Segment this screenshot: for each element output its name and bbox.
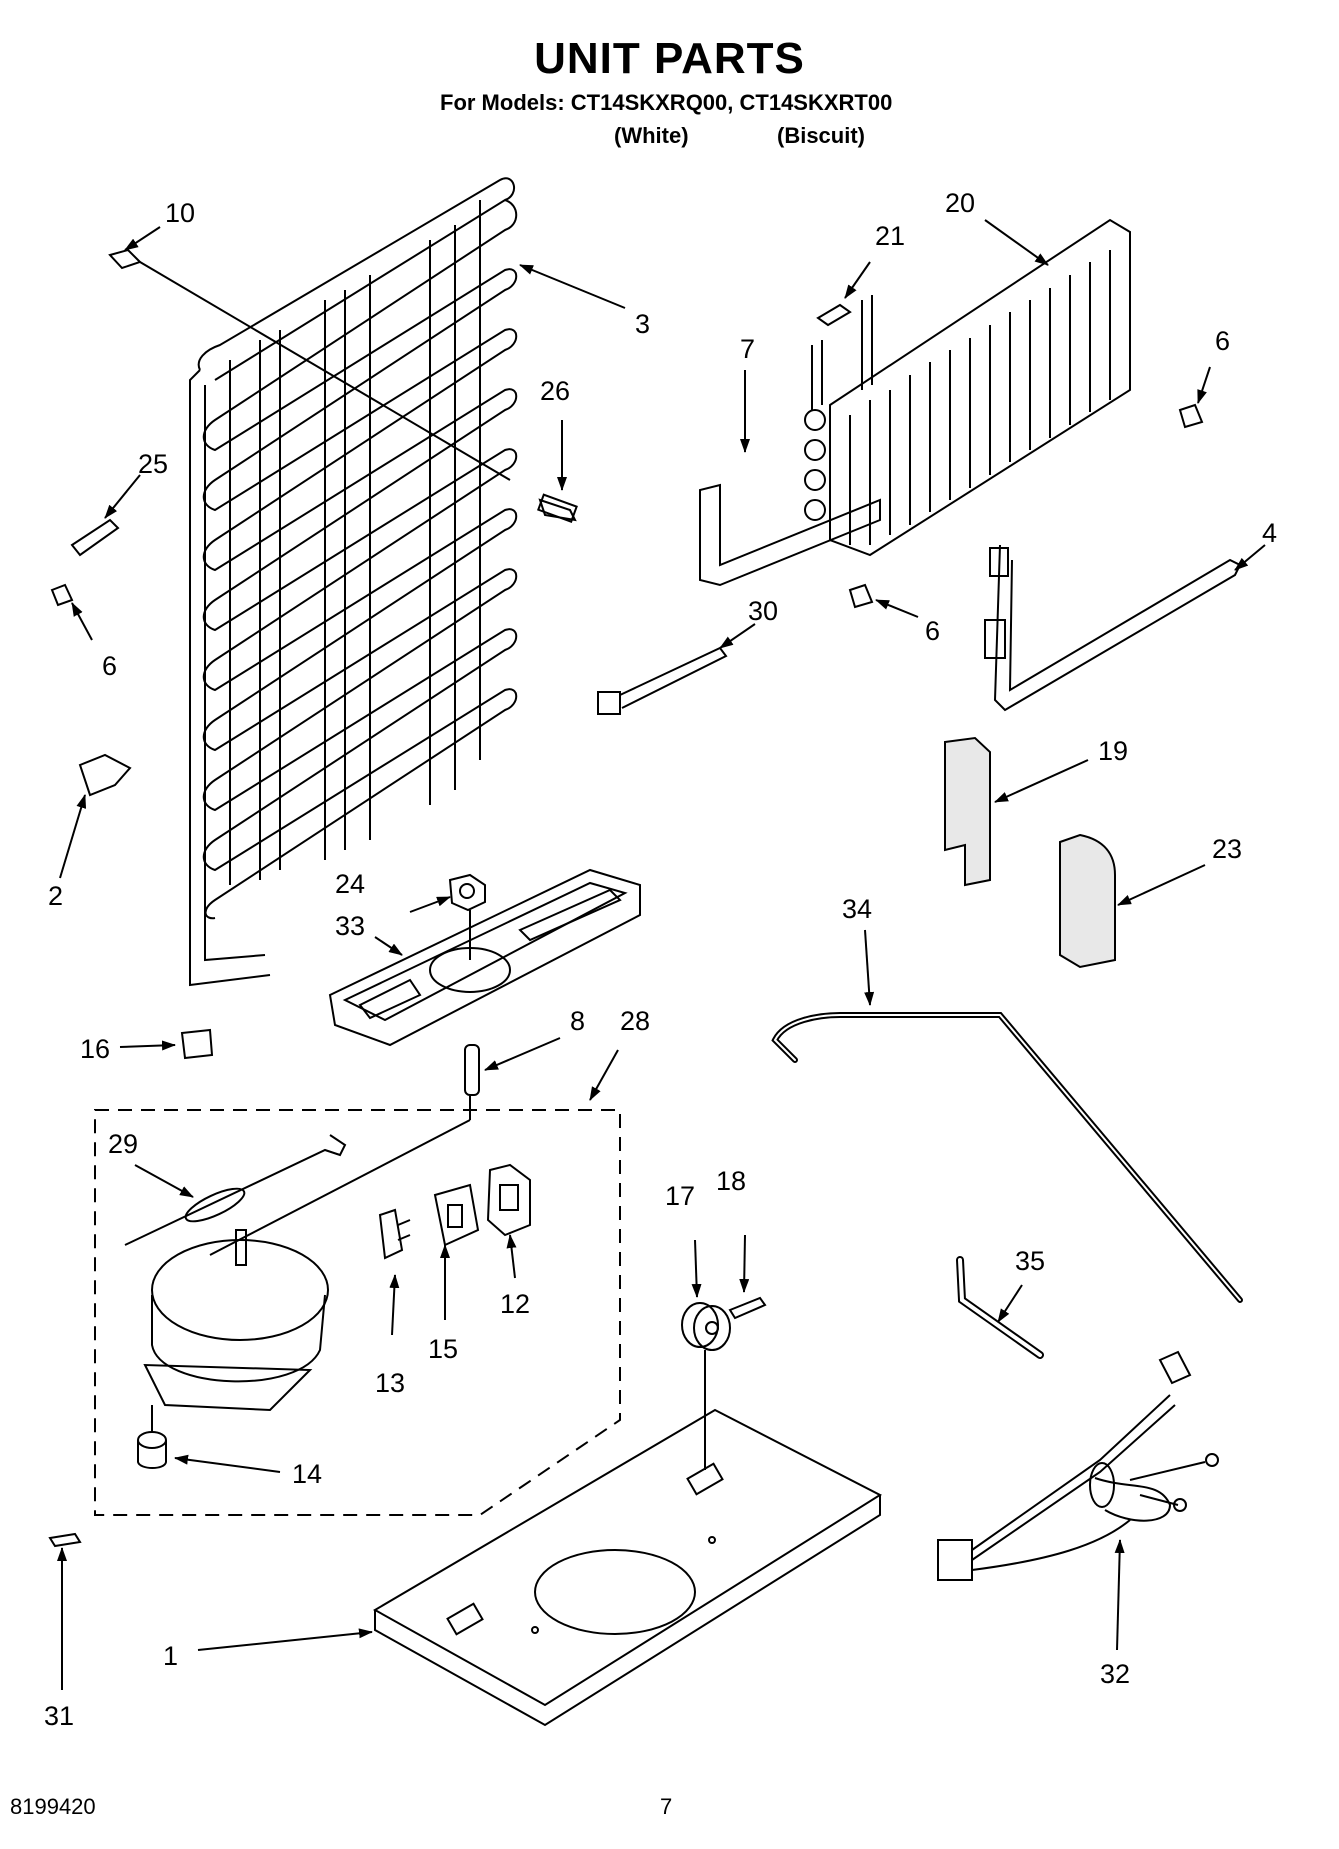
- callout-1: 1: [163, 1641, 178, 1671]
- compressor-kit-frame: [94, 1109, 621, 1516]
- callout-6-right: 6: [1215, 326, 1230, 356]
- callout-21: 21: [875, 221, 905, 251]
- defrost-heater: [984, 544, 1242, 712]
- wire-harness: [937, 1350, 1219, 1581]
- callout-14: 14: [292, 1459, 322, 1489]
- callout-4: 4: [1262, 518, 1277, 548]
- callout-31: 31: [44, 1701, 74, 1731]
- callout-2: 2: [48, 881, 63, 911]
- tube-clip: [180, 1028, 214, 1060]
- callout-6-left: 6: [102, 651, 117, 681]
- callout-35: 35: [1015, 1246, 1045, 1276]
- callout-13: 13: [375, 1368, 405, 1398]
- page-number: 7: [660, 1794, 673, 1819]
- insulation-pad-23: [1059, 833, 1116, 969]
- callout-6-lower: 6: [925, 616, 940, 646]
- callout-26: 26: [540, 376, 570, 406]
- variant-biscuit: (Biscuit): [777, 123, 865, 148]
- overload-protector: [486, 1163, 531, 1237]
- screw-6-left: [50, 583, 74, 607]
- callout-19: 19: [1098, 736, 1128, 766]
- roller-screw: [728, 1296, 767, 1320]
- callout-3: 3: [635, 309, 650, 339]
- callout-10: 10: [165, 198, 195, 228]
- callout-23: 23: [1212, 834, 1242, 864]
- variant-white: (White): [614, 123, 689, 148]
- pan-nut: [448, 873, 486, 960]
- drain-hose: [771, 1012, 1243, 1303]
- callout-28: 28: [620, 1006, 650, 1036]
- clip-31: [48, 1532, 82, 1548]
- compressor-grommet: [137, 1405, 167, 1469]
- roller: [681, 1302, 731, 1351]
- page-title: UNIT PARTS: [534, 34, 805, 83]
- compressor: [143, 1229, 329, 1412]
- callout-20: 20: [945, 188, 975, 218]
- callout-15: 15: [428, 1334, 458, 1364]
- callout-33: 33: [335, 911, 365, 941]
- filter-drier: [124, 1119, 471, 1256]
- callout-29: 29: [108, 1129, 138, 1159]
- callout-34: 34: [842, 894, 872, 924]
- condenser-coil: [189, 177, 518, 987]
- condenser-clip: [78, 753, 132, 797]
- screw-6-right: [1178, 403, 1204, 429]
- callout-8: 8: [570, 1006, 585, 1036]
- leader-lines: [57, 219, 1266, 1690]
- screw-10: [108, 248, 511, 481]
- base-pan: [372, 1408, 883, 1727]
- callout-17: 17: [665, 1181, 695, 1211]
- callout-18: 18: [716, 1166, 746, 1196]
- insulation-pad-19: [944, 736, 991, 887]
- relay-cover: [433, 1183, 480, 1247]
- callout-12: 12: [500, 1289, 530, 1319]
- models-line: For Models: CT14SKXRQ00, CT14SKXRT00: [440, 90, 893, 115]
- condenser-bracket: [70, 518, 120, 557]
- callout-7: 7: [740, 334, 755, 364]
- drain-pan: [328, 868, 641, 1047]
- cable-tie: [597, 646, 728, 715]
- callout-24: 24: [335, 869, 365, 899]
- callout-labels: 10 3 26 25 6 2 16 24 33 8 28 29 13 15 12…: [44, 188, 1277, 1731]
- document-number: 8199420: [10, 1794, 96, 1819]
- drain-tube: [464, 1044, 480, 1120]
- callout-16: 16: [80, 1034, 110, 1064]
- spacer-26: [537, 493, 578, 523]
- callout-30: 30: [748, 596, 778, 626]
- callout-32: 32: [1100, 1659, 1130, 1689]
- callout-25: 25: [138, 449, 168, 479]
- fin-coil-assembly: [699, 218, 1131, 587]
- screw-6-lower: [848, 583, 874, 609]
- heater-clip: [816, 303, 852, 327]
- start-relay: [378, 1208, 411, 1260]
